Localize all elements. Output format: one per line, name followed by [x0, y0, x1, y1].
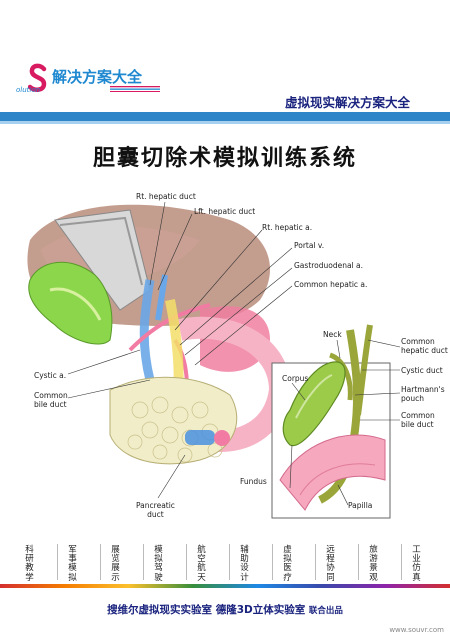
label-lft-hepatic-duct: Lft. hepatic duct — [194, 207, 256, 216]
category-item: 工业仿真 — [412, 545, 421, 583]
divider — [358, 544, 359, 580]
header-bar — [0, 112, 450, 121]
category-item: 旅游景观 — [369, 545, 378, 583]
label-neck: Neck — [323, 330, 342, 339]
label-corpus: Corpus — [282, 374, 309, 383]
logo-s-icon — [28, 63, 47, 92]
category-item: 模拟驾驶 — [154, 545, 163, 583]
label-inset-common-hepatic-duct: Common hepatic duct — [401, 337, 448, 355]
label-cystic-a: Cystic a. — [34, 371, 67, 380]
label-rt-hepatic-duct: Rt. hepatic duct — [136, 192, 196, 201]
divider — [100, 544, 101, 580]
label-gastroduodenal-a: Gastroduodenal a. — [294, 261, 364, 270]
category-item: 远程协同 — [326, 545, 335, 583]
label-papilla: Papilla — [348, 501, 373, 510]
divider — [272, 544, 273, 580]
divider — [315, 544, 316, 580]
divider — [143, 544, 144, 580]
header-bar-light — [0, 121, 450, 124]
label-rt-hepatic-a: Rt. hepatic a. — [262, 223, 313, 232]
label-common-hepatic-a: Common hepatic a. — [294, 280, 368, 289]
category-item: 辅助设计 — [240, 545, 249, 583]
logo-text: 解决方案大全 — [52, 68, 143, 86]
category-item: 展览展示 — [111, 545, 120, 583]
page-title: 胆囊切除术模拟训练系统 — [92, 146, 357, 171]
tagline: 虚拟现实解决方案大全 — [284, 95, 410, 110]
watermark: www.souvr.com — [389, 626, 444, 634]
label-inset-cystic-duct: Cystic duct — [401, 366, 443, 375]
logo-underline-icon — [110, 86, 160, 92]
footer-credits: 搜维尔虚拟现实实验室 德隆3D立体实验室 联合出品 — [0, 602, 450, 617]
anatomy-illustration: Rt. hepatic duct Lft. hepatic duct Rt. h… — [0, 180, 450, 525]
category-item: 科研教学 — [25, 545, 34, 583]
label-common-bile-duct: Common bile duct — [34, 391, 68, 409]
anatomy-drawing — [27, 201, 401, 519]
footer-suffix: 联合出品 — [308, 606, 343, 616]
label-inset-hartmanns-pouch: Hartmann's pouch — [401, 385, 445, 403]
category-item: 军事模拟 — [68, 545, 77, 583]
divider — [401, 544, 402, 580]
label-fundus: Fundus — [240, 477, 267, 486]
category-item: 虚拟医疗 — [283, 545, 292, 583]
footer-main: 搜维尔虚拟现实实验室 德隆3D立体实验室 — [107, 604, 306, 616]
rainbow-bar — [0, 584, 450, 588]
category-strip: 科研教学 军事模拟 展览展示 模拟驾驶 航空航天 辅助设计 虚拟医疗 远程协同 … — [0, 540, 450, 590]
label-pancreatic-duct: Pancreatic duct — [136, 501, 175, 519]
divider — [229, 544, 230, 580]
divider — [186, 544, 187, 580]
divider — [57, 544, 58, 580]
label-portal-v: Portal v. — [294, 241, 325, 250]
label-inset-common-bile-duct: Common bile duct — [401, 411, 435, 429]
logo-subtext: olution — [16, 86, 41, 94]
category-item: 航空航天 — [197, 545, 206, 583]
